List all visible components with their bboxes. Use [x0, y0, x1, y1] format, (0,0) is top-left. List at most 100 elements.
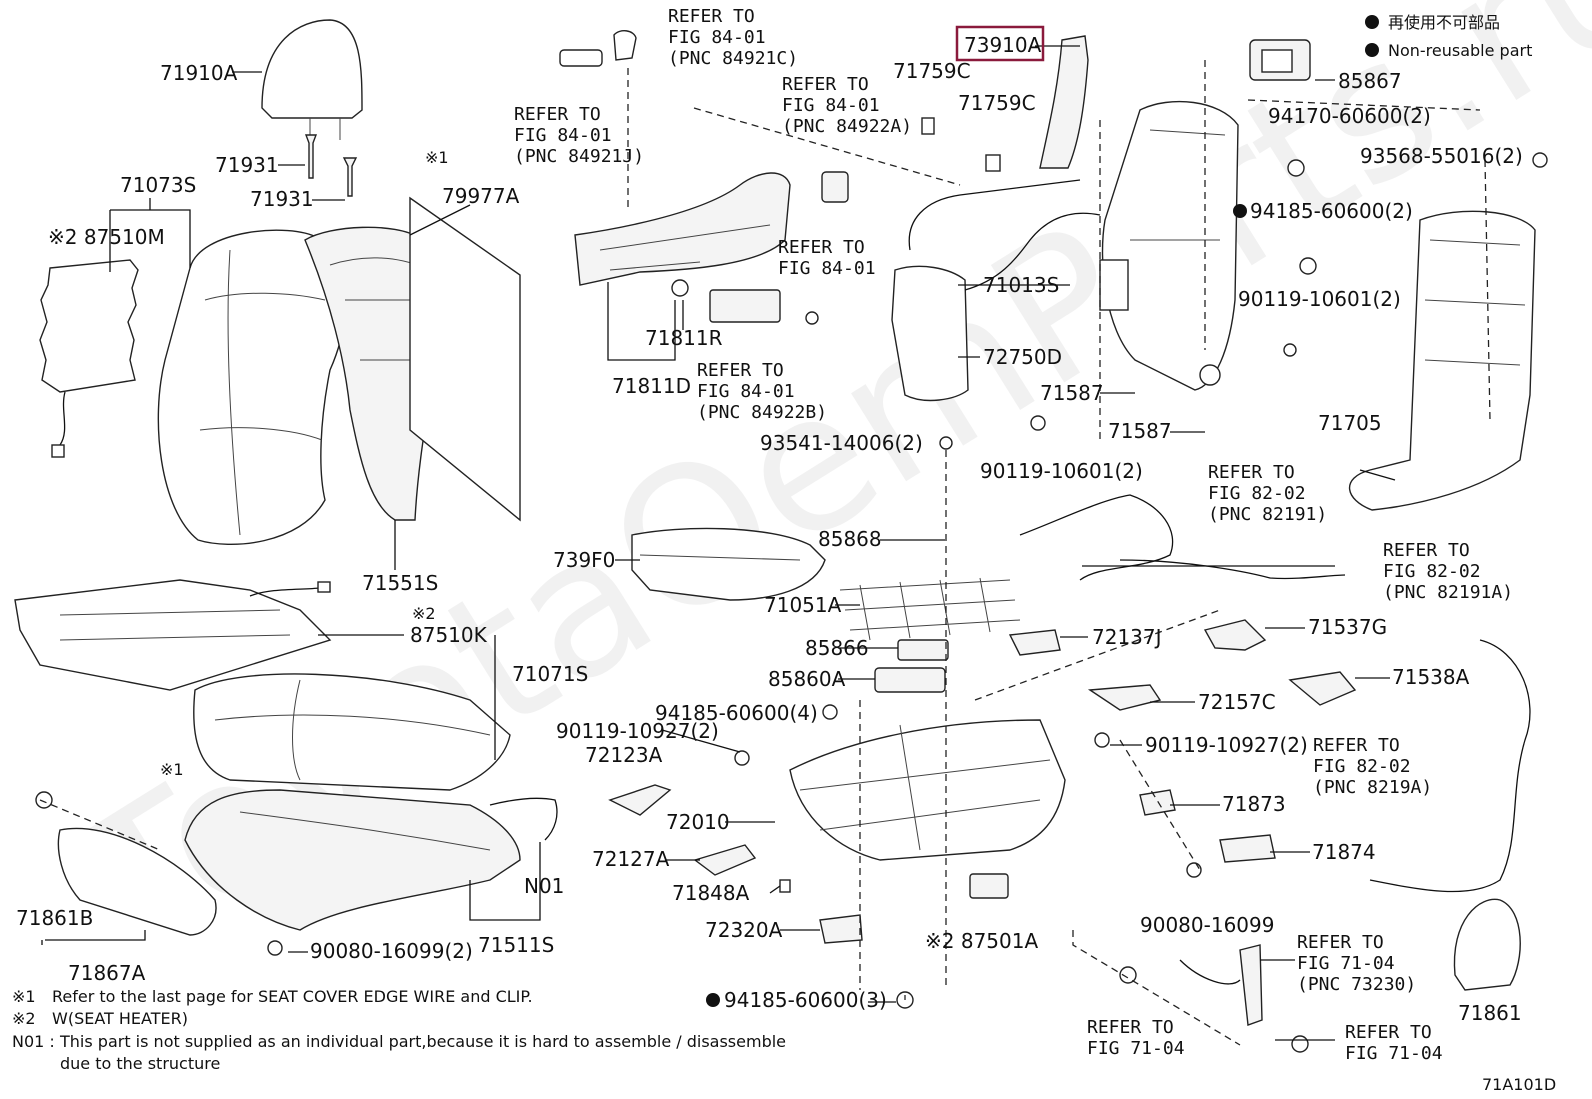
non-reusable-dot-icon: [1365, 15, 1379, 29]
module-85867: [1249, 39, 1311, 81]
cover-72127A: [693, 844, 757, 876]
part-label[interactable]: 71873: [1222, 792, 1286, 816]
part-label[interactable]: 71073S: [120, 173, 196, 197]
back-board: [1348, 210, 1536, 511]
part-label[interactable]: 90080-16099: [1140, 913, 1274, 937]
part-label[interactable]: 94170-60600(2): [1268, 104, 1431, 128]
part-label[interactable]: 71759C: [958, 91, 1036, 115]
part-label[interactable]: 71848A: [672, 881, 750, 905]
refer-8219A[interactable]: REFER TO FIG 82-02 (PNC 8219A): [1313, 735, 1432, 798]
part-label[interactable]: 90119-10601(2): [980, 459, 1143, 483]
part-label[interactable]: 71071S: [512, 662, 588, 686]
refer-73230[interactable]: REFER TO FIG 71-04 (PNC 73230): [1297, 932, 1416, 995]
part-label[interactable]: 85860A: [768, 667, 846, 691]
svg-text:REFER TO: REFER TO: [697, 360, 784, 381]
part-label[interactable]: 71867A: [68, 961, 146, 985]
part-label[interactable]: 71874: [1312, 840, 1376, 864]
refer-84-01[interactable]: REFER TO FIG 84-01: [778, 237, 876, 279]
cushion-cover: [193, 673, 511, 791]
note-text: W(SEAT HEATER): [52, 1009, 188, 1028]
part-label[interactable]: 90119-10601(2): [1238, 287, 1401, 311]
part-label[interactable]: 71811R: [645, 326, 723, 350]
refer-84922B[interactable]: REFER TO FIG 84-01 (PNC 84922B): [697, 360, 827, 423]
svg-text:REFER TO: REFER TO: [1297, 932, 1384, 953]
svg-text:FIG 71-04: FIG 71-04: [1297, 953, 1395, 974]
svg-text:REFER TO: REFER TO: [514, 104, 601, 125]
spring-assembly: [839, 577, 1021, 641]
non-reusable-dot-icon: [706, 993, 720, 1007]
part-label[interactable]: 71587: [1108, 419, 1172, 443]
part-label[interactable]: 79977A: [442, 184, 520, 208]
refer-callouts: REFER TO FIG 84-01 (PNC 84921C) REFER TO…: [514, 6, 1513, 1064]
svg-text:REFER TO: REFER TO: [778, 237, 865, 258]
part-label[interactable]: 72750D: [983, 345, 1062, 369]
highlight-box: [955, 25, 1045, 62]
legend-jp: 再使用不可部品: [1388, 13, 1500, 32]
refer-82191[interactable]: REFER TO FIG 82-02 (PNC 82191): [1208, 462, 1327, 525]
part-label[interactable]: 72157C: [1198, 690, 1276, 714]
part-label[interactable]: 85867: [1338, 69, 1402, 93]
svg-text:REFER TO: REFER TO: [1313, 735, 1400, 756]
part-label[interactable]: 90080-16099(2): [310, 939, 473, 963]
lever-72157C: [1087, 684, 1162, 711]
refer-71-04b[interactable]: REFER TO FIG 71-04: [1345, 1022, 1443, 1064]
part-label[interactable]: 93541-14006(2): [760, 431, 923, 455]
part-label[interactable]: 739F0: [553, 548, 615, 572]
part-label[interactable]: 71587: [1040, 381, 1104, 405]
part-label[interactable]: 71511S: [478, 933, 554, 957]
part-label[interactable]: 71811D: [612, 374, 691, 398]
seatback-frame: [1099, 100, 1239, 391]
part-label[interactable]: 71051A: [764, 593, 842, 617]
refer-84921C[interactable]: REFER TO FIG 84-01 (PNC 84921C): [668, 6, 798, 69]
part-label[interactable]: 85866: [805, 636, 869, 660]
part-label[interactable]: 71910A: [160, 61, 238, 85]
part-label-73910A[interactable]: 73910A: [964, 33, 1042, 57]
part-label[interactable]: 87510K: [410, 623, 488, 647]
part-label[interactable]: ※2 87501A: [925, 929, 1038, 953]
part-label[interactable]: 71538A: [1392, 665, 1470, 689]
part-label[interactable]: ※2 87510M: [48, 225, 165, 249]
seat-track: [789, 719, 1066, 861]
part-label[interactable]: N01: [524, 874, 564, 898]
part-label[interactable]: 94185-60600(2): [1250, 199, 1413, 223]
part-label[interactable]: 71537G: [1308, 615, 1387, 639]
part-label[interactable]: 72127A: [592, 847, 670, 871]
legend: 再使用不可部品 Non-reusable part: [1365, 13, 1532, 60]
part-label[interactable]: 71013S: [983, 273, 1059, 297]
refer-84922A[interactable]: REFER TO FIG 84-01 (PNC 84922A): [782, 74, 912, 137]
refer-71-04a[interactable]: REFER TO FIG 71-04: [1087, 1017, 1185, 1059]
part-label[interactable]: 71861B: [16, 906, 93, 930]
refer-84921J[interactable]: REFER TO FIG 84-01 (PNC 84921J): [514, 104, 644, 167]
buckle-73230: [1179, 944, 1263, 1026]
refer-82191A[interactable]: REFER TO FIG 82-02 (PNC 82191A): [1383, 540, 1513, 603]
part-label[interactable]: 71931: [250, 187, 314, 211]
clips-71759c: [921, 117, 1001, 172]
part-label[interactable]: 72123A: [585, 743, 663, 767]
bracket-71538A: [1288, 671, 1357, 706]
part-label[interactable]: 72320A: [705, 918, 783, 942]
part-label[interactable]: 71705: [1318, 411, 1382, 435]
part-label[interactable]: 71551S: [362, 571, 438, 595]
part-label[interactable]: 90119-10927(2): [556, 719, 719, 743]
part-label[interactable]: 71861: [1458, 1001, 1522, 1025]
ecu-87501A: [969, 873, 1009, 899]
svg-text:REFER TO: REFER TO: [1383, 540, 1470, 561]
footnotes: ※1 Refer to the last page for SEAT COVER…: [12, 987, 786, 1073]
part-label[interactable]: 94185-60600(3): [724, 988, 887, 1012]
part-label[interactable]: 90119-10927(2): [1145, 733, 1308, 757]
svg-text:REFER TO: REFER TO: [668, 6, 755, 27]
svg-text:FIG 82-02: FIG 82-02: [1383, 561, 1481, 582]
harness-8219A: [1369, 639, 1531, 893]
svg-text:FIG 71-04: FIG 71-04: [1087, 1038, 1185, 1059]
bracket-71537G: [1203, 619, 1267, 651]
svg-text:REFER TO: REFER TO: [782, 74, 869, 95]
svg-text:(PNC 84921J): (PNC 84921J): [514, 146, 644, 167]
note-mark: ※2: [412, 604, 436, 623]
part-label[interactable]: 72010: [666, 810, 730, 834]
part-label[interactable]: 71759C: [893, 59, 971, 83]
part-label[interactable]: 93568-55016(2): [1360, 144, 1523, 168]
part-label[interactable]: 72137J: [1092, 625, 1162, 649]
part-label[interactable]: 71931: [215, 153, 279, 177]
part-label[interactable]: 94185-60600(4): [655, 701, 818, 725]
part-label[interactable]: 85868: [818, 527, 882, 551]
